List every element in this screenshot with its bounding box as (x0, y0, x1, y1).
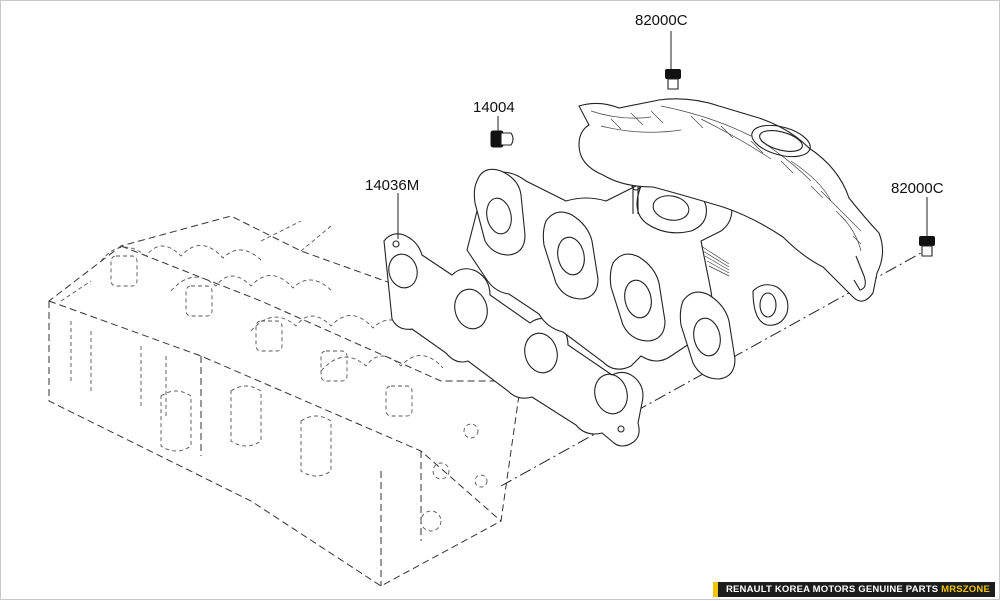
watermark-brand: MRSZONE (941, 584, 990, 595)
label-82000c-right: 82000C (891, 180, 944, 197)
watermark-text: RENAULT KOREA MOTORS GENUINE PARTS (725, 584, 939, 595)
stud-nut-14004 (490, 130, 514, 148)
label-14004: 14004 (473, 99, 515, 116)
exhaust-manifold-gasket (383, 233, 644, 447)
exhaust-manifold (466, 168, 789, 380)
bolt-82000c-top (665, 69, 681, 90)
label-82000c-top: 82000C (635, 12, 688, 29)
label-14036m: 14036M (365, 177, 419, 194)
bolt-82000c-right (919, 236, 935, 257)
cylinder-head-phantom (48, 215, 522, 587)
watermark-banner: RENAULT KOREA MOTORS GENUINE PARTS MRSZO… (712, 582, 995, 597)
leader-lines (397, 31, 928, 239)
heat-shield (578, 98, 884, 302)
